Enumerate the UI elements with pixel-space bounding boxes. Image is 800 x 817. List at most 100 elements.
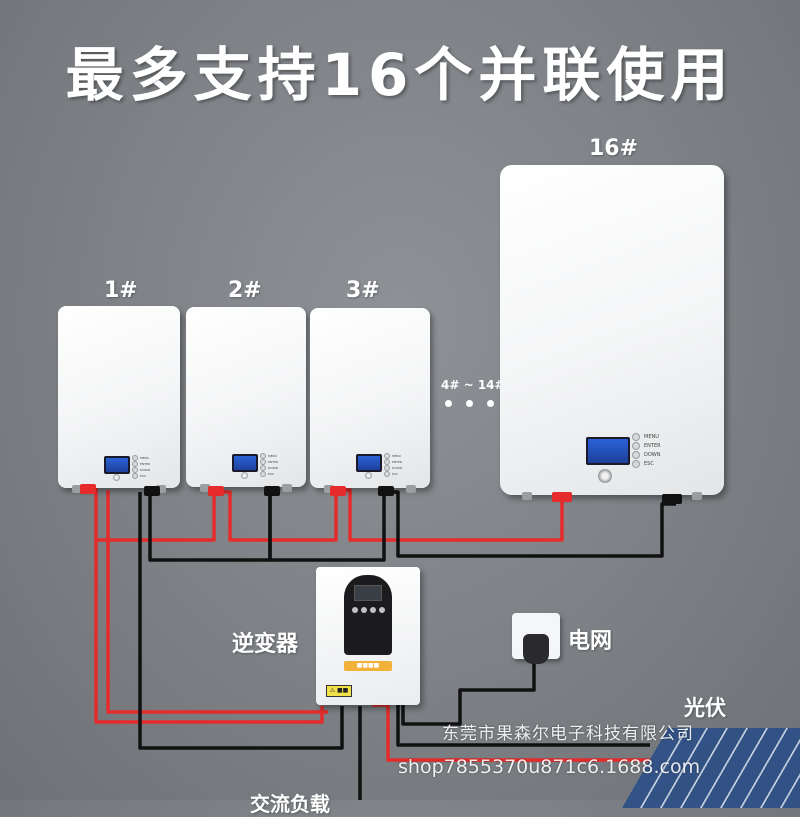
esc-button-label: ESC: [644, 461, 654, 467]
menu-button-label: MENU: [268, 454, 277, 458]
warning-sticker-icon: ⚠ ■■: [326, 685, 352, 697]
inverter-control-panel: [344, 575, 392, 655]
esc-button-label: ESC: [392, 472, 398, 476]
battery-unit-1: MENU ENTER DOWN ESC: [58, 306, 180, 493]
battery-unit-2: MENU ENTER DOWN ESC: [186, 307, 306, 492]
red-wire-4: [94, 540, 324, 724]
esc-button-label: ESC: [140, 474, 146, 478]
esc-button-icon: [132, 473, 138, 479]
enter-button-label: ENTER: [140, 462, 150, 466]
positive-terminal: [208, 486, 224, 496]
menu-button-label: MENU: [140, 456, 149, 460]
positive-terminal: [330, 486, 346, 496]
black-wire-3: [384, 490, 676, 558]
power-switch-icon: [598, 469, 612, 483]
ac-load-label: 交流负载: [250, 792, 330, 816]
unit-label-16: 16#: [589, 136, 639, 161]
menu-button-icon: [260, 453, 266, 459]
battery-screen: [104, 456, 130, 474]
enter-button-label: ENTER: [644, 443, 661, 449]
battery-button-panel: MENU ENTER DOWN ESC: [260, 453, 278, 477]
down-button-icon: [632, 451, 640, 459]
negative-terminal: [378, 486, 394, 496]
battery-unit-16: MENU ENTER DOWN ESC: [500, 165, 724, 500]
menu-button-label: MENU: [392, 454, 401, 458]
esc-button-icon: [632, 460, 640, 468]
inverter-buttons: [352, 607, 385, 613]
inverter-label: 逆变器: [232, 632, 299, 657]
red-wire-6: [372, 703, 650, 762]
dot-icon: [466, 400, 473, 407]
unit-label-2: 2#: [228, 278, 262, 303]
enter-button-label: ENTER: [392, 460, 402, 464]
battery-button-panel: MENU ENTER DOWN ESC: [632, 433, 661, 468]
dot-icon: [487, 400, 494, 407]
inverter-button-icon: [361, 607, 367, 613]
black-wire-6: [401, 664, 536, 726]
esc-button-icon: [384, 471, 390, 477]
enter-button-icon: [260, 459, 266, 465]
headline: 最多支持16个并联使用: [65, 41, 735, 109]
black-wire-1: [148, 492, 272, 562]
enter-button-icon: [384, 459, 390, 465]
company-watermark: 东莞市果森尔电子科技有限公司: [442, 724, 694, 744]
positive-terminal: [80, 484, 96, 494]
power-switch-icon: [241, 472, 248, 479]
battery-screen: [232, 454, 258, 472]
power-switch-icon: [113, 474, 120, 481]
grid-label: 电网: [568, 629, 613, 654]
dot-icon: [445, 400, 452, 407]
battery-button-panel: MENU ENTER DOWN ESC: [132, 455, 150, 479]
down-button-label: DOWN: [392, 466, 402, 470]
menu-button-icon: [132, 455, 138, 461]
red-wire-5: [106, 490, 328, 714]
menu-button-label: MENU: [644, 434, 659, 440]
esc-button-label: ESC: [268, 472, 274, 476]
battery-button-panel: MENU ENTER DOWN ESC: [384, 453, 402, 477]
esc-button-icon: [260, 471, 266, 477]
red-wire-2: [214, 490, 338, 542]
negative-terminal: [144, 486, 160, 496]
menu-button-icon: [632, 433, 640, 441]
battery-screen: [356, 454, 382, 472]
down-button-label: DOWN: [268, 466, 278, 470]
mount-foot: [406, 485, 416, 493]
unit-label-1: 1#: [104, 278, 138, 303]
down-button-icon: [260, 465, 266, 471]
power-switch-icon: [365, 472, 372, 479]
mount-foot: [692, 492, 702, 500]
inverter-button-icon: [370, 607, 376, 613]
black-wire-7: [396, 705, 650, 747]
inverter-display: [354, 585, 382, 601]
inverter-device: ■■■■ ⚠ ■■: [316, 567, 420, 705]
mount-foot: [282, 484, 292, 492]
intermediate-units-label: 4# ~ 14#: [441, 378, 505, 392]
unit-label-3: 3#: [346, 278, 380, 303]
ellipsis-dots: [445, 400, 494, 407]
down-button-label: DOWN: [644, 452, 661, 458]
inverter-button-icon: [352, 607, 358, 613]
inverter-brand-logo: ■■■■: [344, 661, 392, 671]
shop-url-watermark: shop7855370u871c6.1688.com: [398, 756, 701, 778]
enter-button-label: ENTER: [268, 460, 278, 464]
black-wire-2: [268, 492, 386, 562]
solar-label: 光伏: [684, 696, 726, 720]
inverter-button-icon: [379, 607, 385, 613]
enter-button-icon: [132, 461, 138, 467]
mount-foot: [324, 485, 334, 493]
black-wire-4: [138, 492, 344, 750]
battery-screen: [586, 437, 630, 465]
negative-terminal: [662, 494, 682, 504]
down-button-label: DOWN: [140, 468, 150, 472]
mount-foot: [156, 485, 166, 493]
down-button-icon: [132, 467, 138, 473]
negative-terminal: [264, 486, 280, 496]
positive-terminal: [552, 492, 572, 502]
power-plug-icon: [523, 634, 549, 664]
mount-foot: [72, 485, 82, 493]
enter-button-icon: [632, 442, 640, 450]
battery-unit-3: MENU ENTER DOWN ESC: [310, 308, 430, 493]
menu-button-icon: [384, 453, 390, 459]
mount-foot: [200, 484, 210, 492]
down-button-icon: [384, 465, 390, 471]
